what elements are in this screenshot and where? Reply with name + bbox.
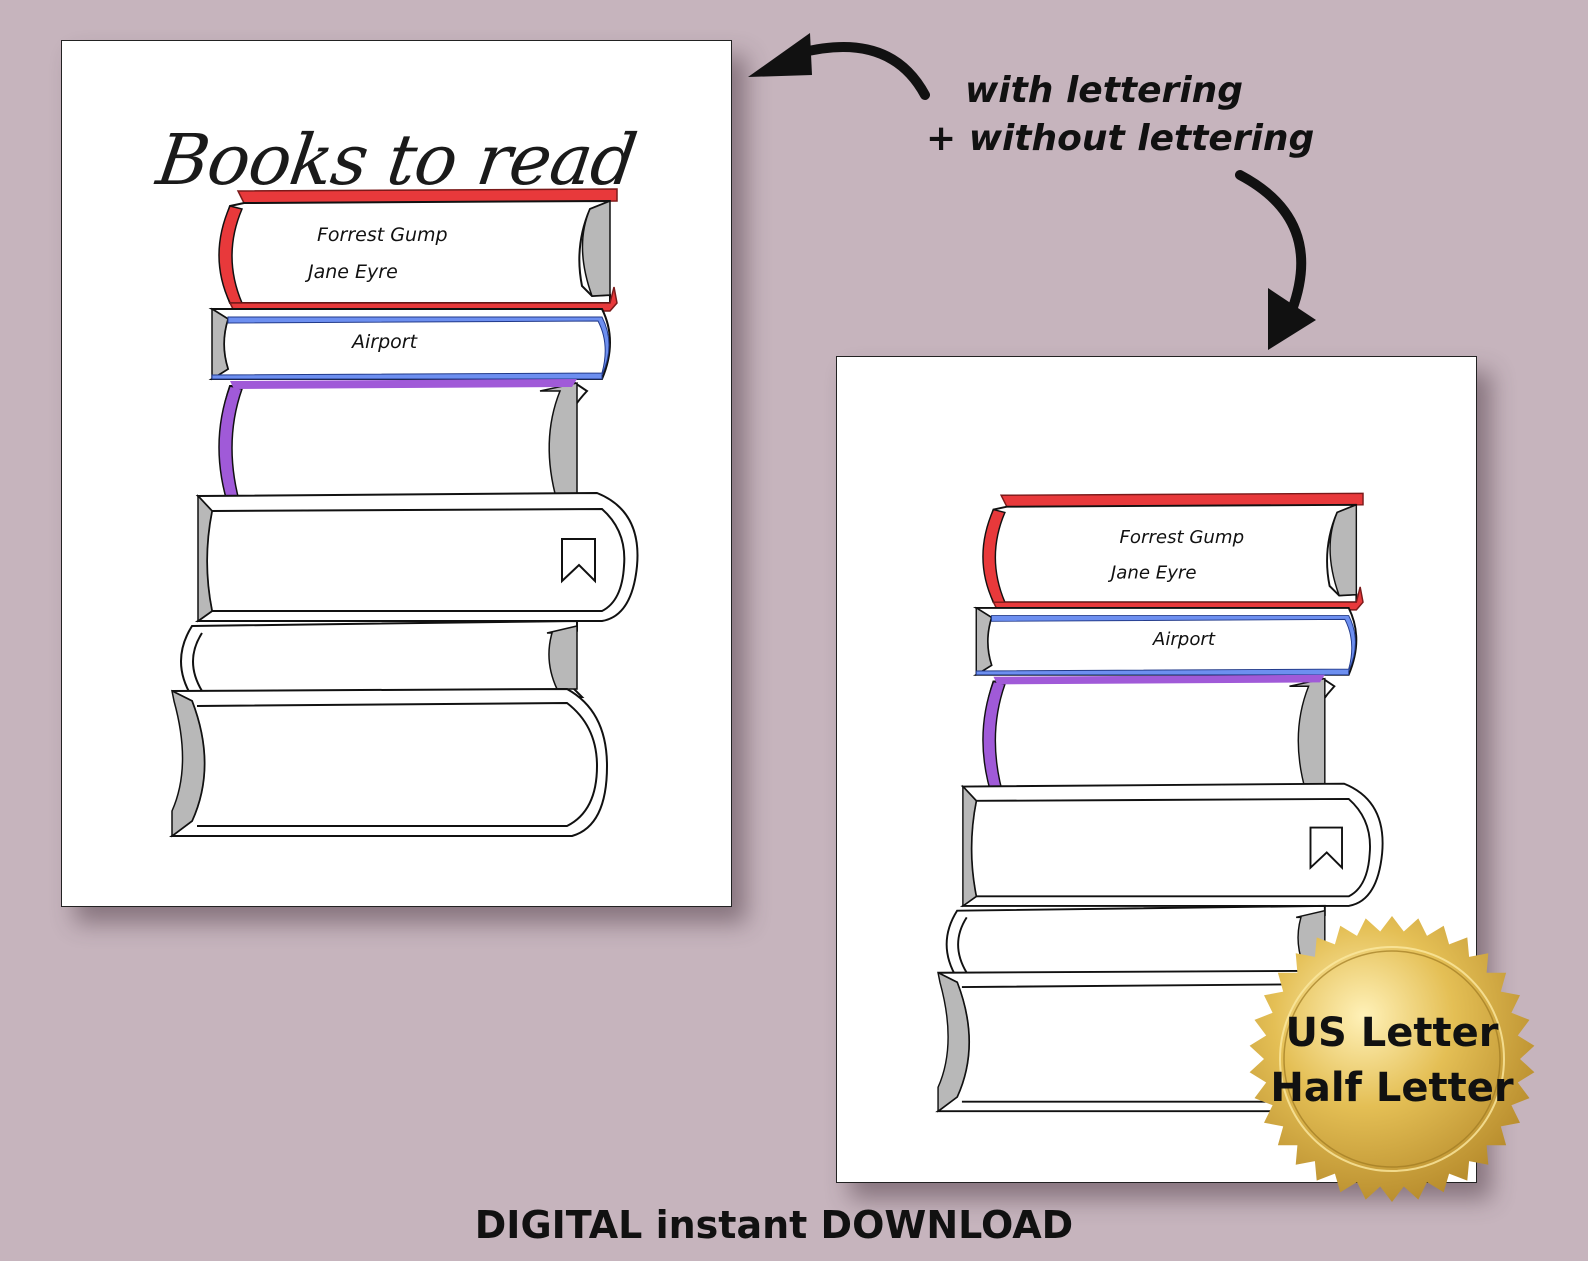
book-title-line: Forrest Gump <box>1120 527 1245 548</box>
seal-line-1: US Letter <box>1286 1010 1499 1056</box>
book-outline <box>935 969 1355 1113</box>
curved-arrow-left-icon <box>748 33 930 100</box>
curved-arrow-down-icon <box>1235 170 1316 350</box>
book-title-line: Jane Eyre <box>1108 562 1197 583</box>
caption-with-lettering: with lettering <box>965 70 1244 111</box>
book-outline-bookmark <box>959 782 1384 908</box>
book-outline <box>169 687 609 838</box>
book-title-line: Forrest Gump <box>317 224 448 246</box>
book-red: Forrest Gump Jane Eyre <box>982 492 1364 611</box>
bookmark-icon <box>1309 826 1343 871</box>
book-stack-right: Forrest Gump Jane Eyre Airport <box>935 492 1384 1113</box>
book-title-line: Airport <box>1152 629 1216 650</box>
book-blue: Airport <box>972 606 1358 677</box>
planner-page-with-lettering: Books to read Forrest Gump Jane Eyre Air… <box>61 40 732 907</box>
gold-seal-badge: US Letter Half Letter <box>1249 916 1535 1202</box>
book-red: Forrest Gump Jane Eyre <box>218 188 618 312</box>
bookmark-icon <box>561 538 596 584</box>
book-blue: Airport <box>208 307 611 381</box>
caption-without-lettering: + without lettering <box>926 118 1315 159</box>
book-title-line: Airport <box>350 331 419 353</box>
book-stack-left: Forrest Gump Jane Eyre Airport <box>169 188 639 838</box>
book-outline <box>180 619 585 698</box>
footer-banner: DIGITAL instant DOWNLOAD <box>474 1203 1074 1247</box>
seal-starburst-edge <box>1249 916 1535 1202</box>
book-outline-bookmark <box>194 491 639 623</box>
planner-page-without-lettering: Forrest Gump Jane Eyre Airport <box>836 356 1477 1183</box>
book-title-line: Jane Eyre <box>304 261 398 283</box>
seal-line-2: Half Letter <box>1270 1065 1513 1111</box>
